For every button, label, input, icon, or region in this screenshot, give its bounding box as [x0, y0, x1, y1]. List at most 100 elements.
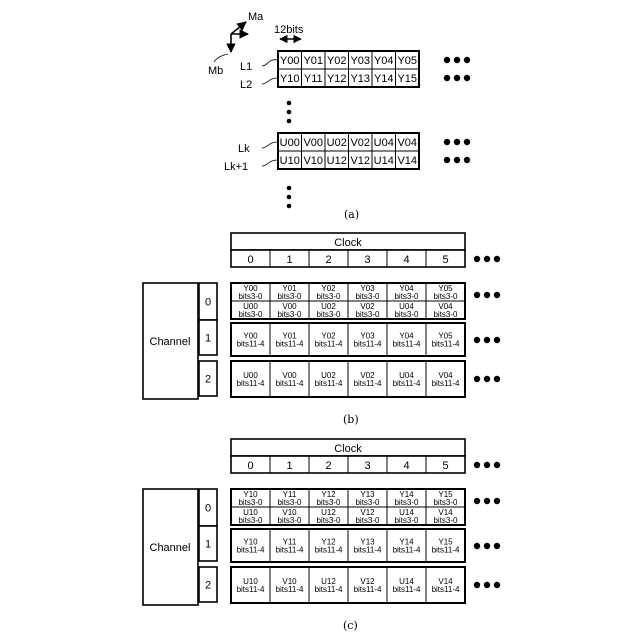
- channel-number: 2: [205, 580, 211, 592]
- ch2-bits: bits11-4: [393, 379, 421, 388]
- ch0-row1-bits: bits3-0: [277, 498, 302, 507]
- row-leader-lk: [262, 142, 278, 148]
- ch2-bits: bits11-4: [315, 585, 343, 594]
- ch2-bits: bits11-4: [432, 379, 460, 388]
- width-label: 12bits: [274, 24, 304, 36]
- ch0-row2-bits: bits3-0: [433, 516, 458, 525]
- clock-value: 4: [403, 460, 409, 472]
- more-dots: [444, 139, 470, 145]
- ch2-bits: bits11-4: [237, 585, 265, 594]
- ch2-bits: bits11-4: [315, 379, 343, 388]
- grid-cell-label: Y05: [397, 55, 417, 67]
- grid-cell-label: U04: [374, 137, 394, 149]
- row-leader-l1: [262, 60, 278, 66]
- ch0-row1-bits: bits3-0: [433, 292, 458, 301]
- ch2-bits: bits11-4: [237, 379, 265, 388]
- clock-value: 5: [442, 460, 448, 472]
- grid-cell-label: Y15: [397, 73, 417, 85]
- more-dots: [444, 157, 470, 163]
- ch0-row2-bits: bits3-0: [316, 310, 341, 319]
- ch0-row1-bits: bits3-0: [238, 292, 263, 301]
- more-dots: [474, 462, 500, 468]
- ch1-bits: bits11-4: [393, 340, 421, 349]
- ch0-row1-bits: bits3-0: [316, 292, 341, 301]
- ch0-row2-bits: bits3-0: [394, 310, 419, 319]
- grid-cell-label: V10: [303, 155, 323, 167]
- axis-ma-label: Ma: [248, 11, 264, 23]
- ch2-bits: bits11-4: [276, 379, 304, 388]
- more-dots: [474, 256, 500, 262]
- row-label-l2: L2: [240, 79, 252, 91]
- grid-cell-label: Y04: [374, 55, 394, 67]
- channel-label: Channel: [150, 336, 191, 348]
- ch0-row1-bits: bits3-0: [394, 292, 419, 301]
- ch0-row2-bits: bits3-0: [238, 516, 263, 525]
- ch1-bits: bits11-4: [354, 546, 382, 555]
- ch1-bits: bits11-4: [432, 340, 460, 349]
- grid-cell-label: U00: [280, 137, 300, 149]
- grid-cell-label: Y12: [327, 73, 347, 85]
- ch0-row2-bits: bits3-0: [394, 516, 419, 525]
- channel-number: 1: [205, 333, 211, 345]
- clock-value: 0: [247, 460, 253, 472]
- grid-cell-label: V02: [350, 137, 370, 149]
- ch0-row2-bits: bits3-0: [355, 310, 380, 319]
- grid-cell-label: U12: [327, 155, 347, 167]
- ch0-row2-bits: bits3-0: [316, 516, 341, 525]
- clock-label: Clock: [334, 443, 362, 455]
- row-leader-lk1: [262, 160, 278, 166]
- row-label-lk1: Lk+1: [224, 161, 248, 173]
- clock-value: 5: [442, 254, 448, 266]
- vertical-dots-bottom: [287, 186, 292, 209]
- ch1-bits: bits11-4: [276, 546, 304, 555]
- row-label-lk: Lk: [238, 143, 250, 155]
- ch0-row1-bits: bits3-0: [433, 498, 458, 507]
- grid-cell-label: V04: [397, 137, 417, 149]
- more-dots: [474, 498, 500, 504]
- grid-cell-label: V12: [350, 155, 370, 167]
- row-label-l1: L1: [240, 61, 252, 73]
- ch1-bits: bits11-4: [432, 546, 460, 555]
- ch2-bits: bits11-4: [354, 379, 382, 388]
- ch1-bits: bits11-4: [315, 340, 343, 349]
- channel-number: 0: [205, 503, 211, 515]
- ch1-bits: bits11-4: [237, 546, 265, 555]
- ch0-row1-bits: bits3-0: [277, 292, 302, 301]
- clock-value: 3: [364, 460, 370, 472]
- ch0-row1-bits: bits3-0: [355, 498, 380, 507]
- channel-number: 2: [205, 374, 211, 386]
- ch0-row2-bits: bits3-0: [277, 310, 302, 319]
- more-dots: [444, 57, 470, 63]
- row-leader-l2: [262, 78, 278, 84]
- clock-value: 2: [325, 460, 331, 472]
- grid-cell-label: U10: [280, 155, 300, 167]
- clock-label: Clock: [334, 237, 362, 249]
- clock-value: 1: [286, 254, 292, 266]
- ch1-bits: bits11-4: [315, 546, 343, 555]
- axis-ma-arrow: [231, 22, 246, 34]
- ch2-bits: bits11-4: [276, 585, 304, 594]
- grid-cell-label: Y13: [350, 73, 370, 85]
- grid-cell-label: Y10: [280, 73, 300, 85]
- ch1-bits: bits11-4: [276, 340, 304, 349]
- ch1-bits: bits11-4: [393, 546, 421, 555]
- grid-cell-label: Y14: [374, 73, 394, 85]
- grid-cell-label: V14: [397, 155, 417, 167]
- panel-a: Ma Mb 12bits L1 L2 Lk Lk+1 (a) Y00Y01Y02…: [208, 11, 470, 221]
- ch2-bits: bits11-4: [354, 585, 382, 594]
- clock-value: 3: [364, 254, 370, 266]
- grid-cell-label: Y00: [280, 55, 300, 67]
- caption-c: (c): [343, 619, 358, 632]
- ch0-row2-bits: bits3-0: [433, 310, 458, 319]
- ch0-row2-bits: bits3-0: [355, 516, 380, 525]
- more-dots: [474, 543, 500, 549]
- ch0-row1-bits: bits3-0: [394, 498, 419, 507]
- clock-value: 4: [403, 254, 409, 266]
- ch2-bits: bits11-4: [432, 585, 460, 594]
- clock-value: 2: [325, 254, 331, 266]
- ch0-row2-bits: bits3-0: [238, 310, 263, 319]
- clock-value: 0: [247, 254, 253, 266]
- ch1-bits: bits11-4: [237, 340, 265, 349]
- clock-value: 1: [286, 460, 292, 472]
